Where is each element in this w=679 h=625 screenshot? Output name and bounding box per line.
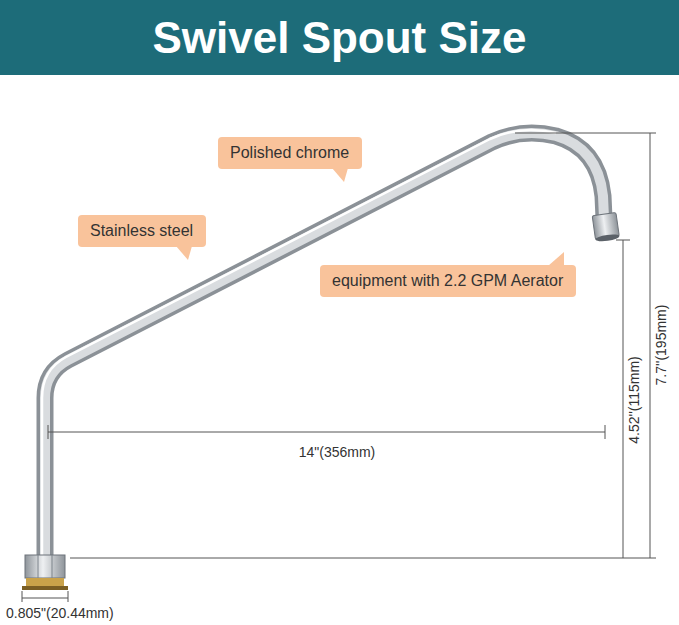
dimension-label: 7.7''(195mm) <box>653 305 669 386</box>
brass-thread <box>26 578 64 587</box>
extension-line <box>22 591 23 602</box>
callout-box: equipment with 2.2 GPM Aerator <box>320 265 576 297</box>
dimension-label: 0.805"(20.44mm) <box>6 605 114 621</box>
callout-text: equipment with 2.2 GPM Aerator <box>332 271 564 291</box>
aerator-mesh <box>595 233 620 242</box>
title: Swivel Spout Size <box>0 0 679 75</box>
dimension-line <box>48 432 605 433</box>
extension-line <box>70 558 656 559</box>
spout-tube <box>45 133 604 556</box>
dimension-tick <box>48 425 49 439</box>
callout-tail <box>176 246 192 260</box>
extension-line <box>68 591 69 602</box>
aerator <box>592 212 620 242</box>
callout-tails <box>176 168 564 266</box>
extension-line <box>515 133 656 134</box>
dimension-line <box>650 133 651 558</box>
callout-box: Stainless steel <box>78 215 206 247</box>
dimension-line <box>623 240 624 558</box>
callout-text: Stainless steel <box>90 221 194 241</box>
hex-nut <box>25 555 65 578</box>
spout-highlight <box>42 130 556 556</box>
swivel-spout <box>22 130 620 590</box>
o-ring <box>22 586 68 590</box>
nut-edge <box>52 555 53 578</box>
dimension-line <box>22 598 68 599</box>
callout-text: Polished chrome <box>230 143 350 163</box>
spout-tube-shine <box>45 133 604 556</box>
dimension-tick <box>605 425 606 439</box>
callout-tail <box>332 168 348 182</box>
nut-edge <box>38 555 39 578</box>
dimension-lines <box>22 133 656 602</box>
dimension-label: 4.52''(115mm) <box>626 356 642 444</box>
callout-tail <box>548 252 564 266</box>
header-band <box>0 0 679 75</box>
dimension-label: 14"(356mm) <box>299 444 376 460</box>
callout-box: Polished chrome <box>218 137 362 169</box>
